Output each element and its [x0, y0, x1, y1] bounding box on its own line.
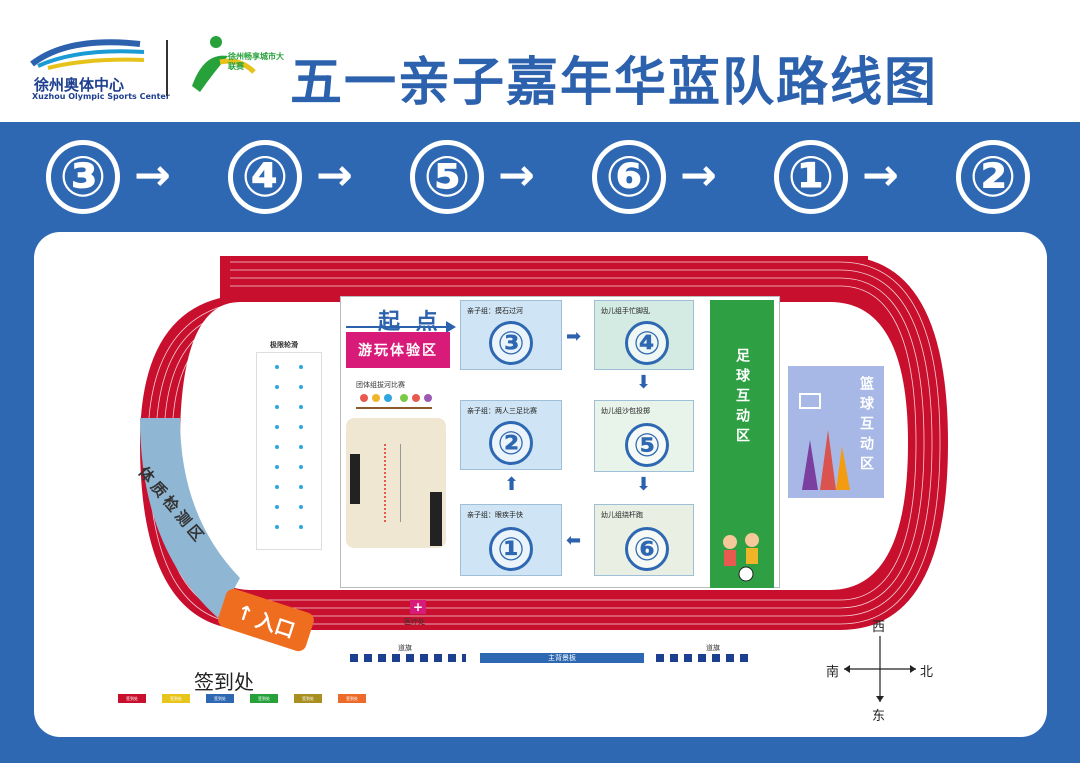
route-step-6: ②: [956, 140, 1030, 214]
backdrop-bar: [480, 653, 644, 663]
olympic-center-logo-icon: [30, 39, 145, 70]
org-name-cn: 徐州奥体中心: [34, 76, 125, 94]
checkin-swatch-blue: 签到处: [206, 694, 234, 703]
route-step-2: ④: [228, 140, 302, 214]
route-arrow-icon: →: [862, 150, 899, 201]
route-step-5: ①: [774, 140, 848, 214]
header: 徐州奥体中心 Xuzhou Olympic Sports Center 徐州畅享…: [0, 0, 1080, 122]
zone-6-number: ⑥: [625, 527, 669, 571]
league-logo-icon: [192, 36, 256, 92]
zone-6: 幼儿组绕杆跑 ⑥: [594, 504, 694, 576]
tug-line: [384, 444, 387, 522]
zone-3: 亲子组：摸石过河 ③: [460, 300, 562, 370]
flow-arrow-down-icon: ⬇: [636, 474, 652, 495]
checkin-swatch-yellow: 签到处: [162, 694, 190, 703]
route-arrow-icon: →: [134, 150, 171, 201]
basketball-zone: 篮球互动区: [788, 366, 884, 498]
checkin-swatch-green: 签到处: [250, 694, 278, 703]
play-zone: 游玩体验区: [346, 332, 450, 368]
flags-left: [350, 654, 466, 662]
zone-2-number: ②: [489, 421, 533, 465]
tug-line: [400, 444, 402, 522]
route-arrow-icon: →: [498, 150, 535, 201]
zone-5: 幼儿组沙包投掷 ⑤: [594, 400, 694, 472]
checkin-swatch-red: 签到处: [118, 694, 146, 703]
zone-4: 幼儿组手忙脚乱 ④: [594, 300, 694, 370]
route-step-3: ⑤: [410, 140, 484, 214]
tug-label: 团体组拔河比赛: [356, 381, 405, 389]
league-name-cn: 徐州畅享城市大联赛: [228, 52, 284, 71]
flow-arrow-down-icon: ⬇: [636, 372, 652, 393]
entrance-arrow-icon: ↑: [233, 599, 257, 628]
zone-4-number: ④: [625, 321, 669, 365]
zone-6-label: 幼儿组绕杆跑: [601, 511, 643, 519]
route-arrow-icon: →: [316, 150, 353, 201]
football-zone: 足球互动区: [710, 300, 774, 588]
basketball-zone-label: 篮球互动区: [858, 376, 874, 476]
checkin-swatch-olive: 签到处: [294, 694, 322, 703]
route-arrow-icon: →: [680, 150, 717, 201]
roller-cones-icon: [275, 365, 303, 529]
medical-label: 医疗处: [404, 618, 425, 626]
roller-area: [256, 352, 322, 550]
checkin-swatch-orange: 签到处: [338, 694, 366, 703]
tug-field: [346, 418, 446, 548]
start-arrow-icon: [446, 321, 456, 333]
zone-1-label: 亲子组：眼疾手快: [467, 511, 523, 519]
zone-4-label: 幼儿组手忙脚乱: [601, 307, 650, 315]
zone-1-number: ①: [489, 527, 533, 571]
compass-north: 北: [920, 665, 934, 680]
org-name-en: Xuzhou Olympic Sports Center: [32, 92, 170, 101]
logo-divider: [166, 40, 168, 96]
zone-5-number: ⑤: [625, 423, 669, 467]
zone-3-label: 亲子组：摸石过河: [467, 307, 523, 315]
flags-right: [656, 654, 752, 662]
zone-1: 亲子组：眼疾手快 ①: [460, 504, 562, 576]
entrance-label: 入口: [252, 607, 299, 643]
zone-2-label: 亲子组：两人三足比赛: [467, 407, 537, 415]
roller-label: 极限轮滑: [270, 341, 298, 349]
flags-right-label: 道旗: [706, 644, 720, 652]
compass-west: 西: [872, 620, 886, 635]
start-label: 起 点: [378, 310, 442, 335]
football-zone-label: 足球互动区: [734, 348, 750, 448]
zone-5-label: 幼儿组沙包投掷: [601, 407, 650, 415]
zone-3-number: ③: [489, 321, 533, 365]
start-line: [346, 326, 452, 328]
kids-football-icon: [723, 533, 759, 582]
flow-arrow-left-icon: ⬅: [566, 530, 582, 551]
backdrop-label: 主背景板: [548, 654, 576, 662]
flow-arrow-up-icon: ⬆: [504, 474, 520, 495]
zone-2: 亲子组：两人三足比赛 ②: [460, 400, 562, 470]
compass-icon: [844, 636, 916, 702]
flow-arrow-right-icon: ➡: [566, 326, 582, 347]
route-step-1: ③: [46, 140, 120, 214]
flags-left-label: 道旗: [398, 644, 412, 652]
compass-east: 东: [872, 709, 886, 724]
tug-team-silhouette-icon: [430, 492, 442, 546]
tug-of-war-icon: [356, 394, 432, 409]
compass-south: 南: [826, 665, 840, 680]
tug-team-silhouette-icon: [350, 454, 360, 504]
page-title: 五一亲子嘉年华蓝队路线图: [290, 53, 939, 113]
basketball-players-icon: [799, 393, 850, 490]
medical-cross-icon: +: [410, 600, 426, 614]
route-step-4: ⑥: [592, 140, 666, 214]
checkin-label: 签到处: [194, 670, 254, 694]
